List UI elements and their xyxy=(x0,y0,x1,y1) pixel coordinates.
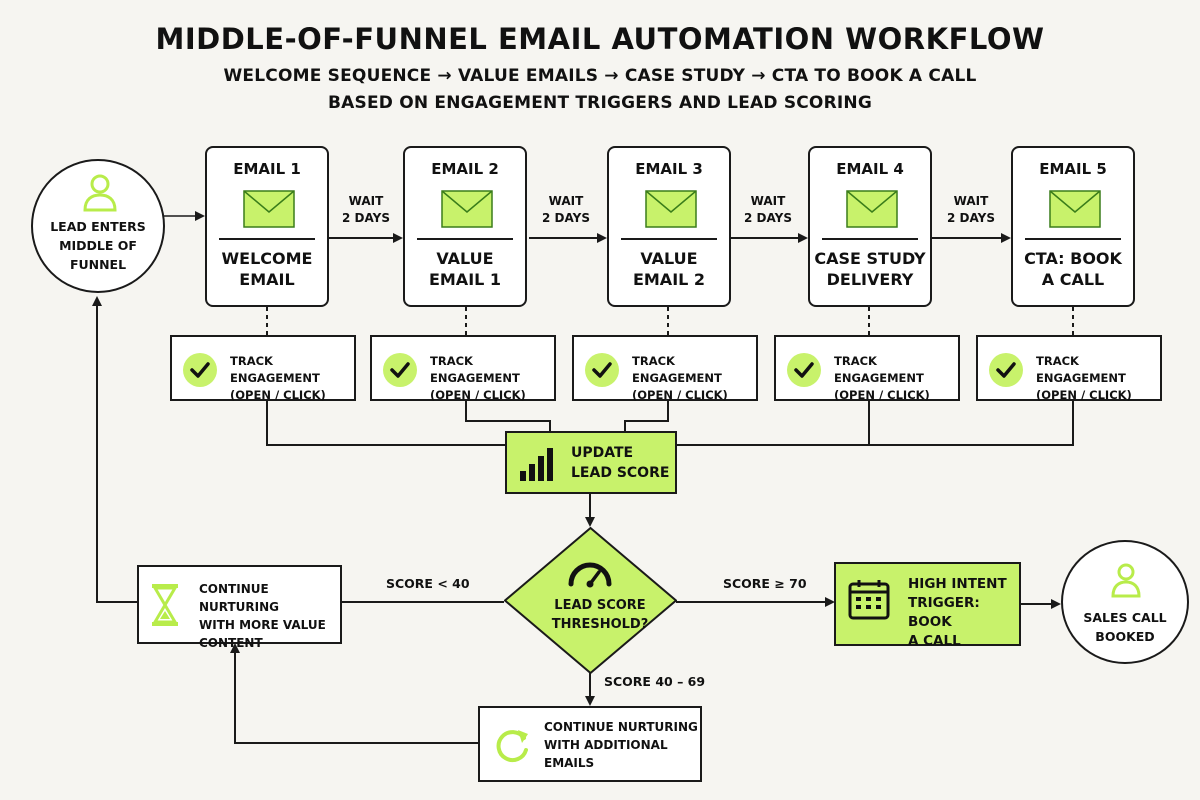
wait-label-1: WAIT 2 DAYS xyxy=(342,194,390,225)
email-name: WELCOME EMAIL xyxy=(221,249,313,289)
email-1-card: EMAIL 1 WELCOME EMAIL xyxy=(205,146,329,307)
track-label: TRACK ENGAGEMENT (OPEN / CLICK) xyxy=(230,353,356,404)
email-number: EMAIL 2 xyxy=(431,160,499,178)
divider xyxy=(822,238,918,240)
email-3-card: EMAIL 3 VALUE EMAIL 2 xyxy=(607,146,731,307)
update-lead-score-label: UPDATE LEAD SCORE xyxy=(571,445,670,481)
update-lead-score-box: UPDATE LEAD SCORE xyxy=(505,431,677,494)
email-number: EMAIL 3 xyxy=(635,160,703,178)
threshold-label: LEAD SCORE THRESHOLD? xyxy=(551,598,649,632)
track-engagement-5: TRACK ENGAGEMENT (OPEN / CLICK) xyxy=(976,335,1162,404)
nurture-additional-label: CONTINUE NURTURING WITH ADDITIONAL EMAIL… xyxy=(544,720,698,770)
email-name: CTA: BOOK A CALL xyxy=(1024,249,1122,289)
track-label: TRACK ENGAGEMENT (OPEN / CLICK) xyxy=(632,353,758,404)
lead-enters-label: LEAD ENTERS MIDDLE OF FUNNEL xyxy=(50,219,146,272)
divider xyxy=(1025,238,1121,240)
email-number: EMAIL 1 xyxy=(233,160,301,178)
nurture-more-box: CONTINUE NURTURING WITH MORE VALUE CONTE… xyxy=(137,565,342,650)
track-label: TRACK ENGAGEMENT (OPEN / CLICK) xyxy=(430,353,556,404)
email-name: VALUE EMAIL 2 xyxy=(632,249,706,289)
sales-call-booked-label: SALES CALL BOOKED xyxy=(1083,610,1167,644)
branch-low-label: SCORE < 40 xyxy=(386,576,470,591)
hourglass-icon xyxy=(152,584,178,626)
page-title: MIDDLE-OF-FUNNEL EMAIL AUTOMATION WORKFL… xyxy=(155,22,1045,56)
check-circle-icon xyxy=(787,353,821,387)
divider xyxy=(219,238,315,240)
email-number: EMAIL 4 xyxy=(836,160,904,178)
check-circle-icon xyxy=(585,353,619,387)
nurture-more-label: CONTINUE NURTURING WITH MORE VALUE CONTE… xyxy=(199,582,326,650)
envelope-icon xyxy=(846,190,898,228)
check-circle-icon xyxy=(183,353,217,387)
gauge-icon xyxy=(568,562,612,588)
track-engagement-3: TRACK ENGAGEMENT (OPEN / CLICK) xyxy=(572,335,758,404)
calendar-icon xyxy=(848,580,890,620)
track-label-text: TRACK ENGAGEMENT (OPEN / CLICK) xyxy=(230,354,326,402)
subtitle-line-1: WELCOME SEQUENCE → VALUE EMAILS → CASE S… xyxy=(223,66,977,86)
check-circle-icon xyxy=(989,353,1023,387)
wait-label-2: WAIT 2 DAYS xyxy=(542,194,590,225)
track-label-text: TRACK ENGAGEMENT (OPEN / CLICK) xyxy=(632,354,728,402)
high-intent-label: HIGH INTENT TRIGGER: BOOK A CALL xyxy=(908,576,1007,649)
track-label-text: TRACK ENGAGEMENT (OPEN / CLICK) xyxy=(834,354,930,402)
refresh-icon xyxy=(496,730,528,763)
threshold-diamond xyxy=(504,527,677,674)
track-engagement-4: TRACK ENGAGEMENT (OPEN / CLICK) xyxy=(774,335,960,404)
check-circle-icon xyxy=(383,353,417,387)
wait-label-4: WAIT 2 DAYS xyxy=(947,194,995,225)
wait-label-3: WAIT 2 DAYS xyxy=(744,194,792,225)
track-label-text: TRACK ENGAGEMENT (OPEN / CLICK) xyxy=(430,354,526,402)
email-number: EMAIL 5 xyxy=(1039,160,1107,178)
branch-mid-label: SCORE 40 – 69 xyxy=(604,674,706,689)
envelope-icon xyxy=(441,190,493,228)
track-label-text: TRACK ENGAGEMENT (OPEN / CLICK) xyxy=(1036,354,1132,402)
envelope-icon xyxy=(645,190,697,228)
track-label: TRACK ENGAGEMENT (OPEN / CLICK) xyxy=(1036,353,1162,404)
user-icon xyxy=(1111,563,1141,598)
sales-call-booked-node: SALES CALL BOOKED xyxy=(1061,540,1189,664)
email-4-card: EMAIL 4 CASE STUDY DELIVERY xyxy=(808,146,932,307)
nurture-additional-box: CONTINUE NURTURING WITH ADDITIONAL EMAIL… xyxy=(478,706,702,782)
divider xyxy=(621,238,717,240)
high-intent-box: HIGH INTENT TRIGGER: BOOK A CALL xyxy=(834,562,1021,649)
divider xyxy=(417,238,513,240)
track-engagement-1: TRACK ENGAGEMENT (OPEN / CLICK) xyxy=(170,335,356,404)
email-5-card: EMAIL 5 CTA: BOOK A CALL xyxy=(1011,146,1135,307)
envelope-icon xyxy=(243,190,295,228)
email-2-card: EMAIL 2 VALUE EMAIL 1 xyxy=(403,146,527,307)
track-engagement-2: TRACK ENGAGEMENT (OPEN / CLICK) xyxy=(370,335,556,404)
lead-enters-node: LEAD ENTERS MIDDLE OF FUNNEL xyxy=(31,159,165,293)
subtitle-line-2: BASED ON ENGAGEMENT TRIGGERS AND LEAD SC… xyxy=(328,93,872,113)
bar-chart-icon xyxy=(520,448,553,481)
email-name: CASE STUDY DELIVERY xyxy=(814,249,926,289)
email-name: VALUE EMAIL 1 xyxy=(428,249,502,289)
branch-high-label: SCORE ≥ 70 xyxy=(723,576,807,591)
user-icon xyxy=(83,174,117,212)
track-label: TRACK ENGAGEMENT (OPEN / CLICK) xyxy=(834,353,960,404)
envelope-icon xyxy=(1049,190,1101,228)
